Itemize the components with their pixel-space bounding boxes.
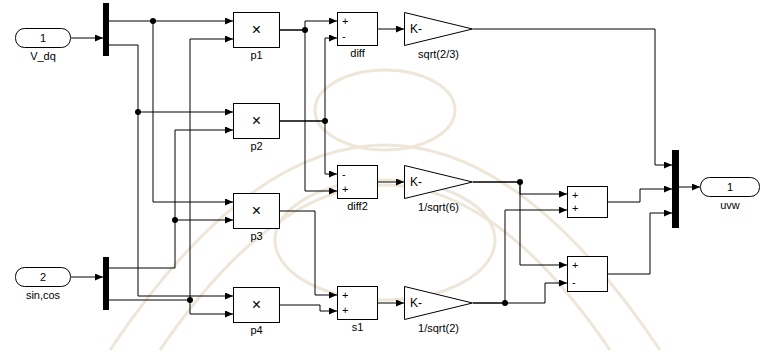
sign-symbol: + (342, 305, 348, 316)
port-block: 1uvw (700, 177, 760, 197)
block-label: p3 (250, 231, 262, 242)
signal-wire (175, 220, 233, 221)
block-label: p2 (250, 141, 262, 152)
product-symbol: × (252, 113, 261, 129)
gain-triangle (405, 287, 473, 320)
signal-wire (109, 130, 233, 268)
signal-wire (109, 45, 233, 112)
sign-symbol: + (342, 290, 348, 301)
sum-block: ++s1 (337, 286, 378, 320)
gain-text: K- (410, 297, 422, 309)
signal-connector (280, 211, 337, 295)
gain-block: K-sqrt(2/3) (404, 12, 473, 46)
signal-wire (679, 187, 700, 188)
sum-block: ++ (567, 186, 608, 218)
gain-text: K- (410, 176, 422, 188)
block-label: sqrt(2/3) (418, 49, 459, 60)
gain-triangle (405, 13, 473, 46)
sum-block: -+diff2 (337, 165, 378, 199)
signal-connector (280, 30, 337, 191)
port-outline (701, 178, 760, 197)
mux-bar (672, 150, 679, 228)
block-label: V_dq (30, 51, 56, 62)
signal-connector (473, 283, 567, 303)
signal-wires (71, 21, 700, 314)
gain-text: K- (410, 23, 422, 35)
signal-wire (608, 189, 672, 202)
signal-connector (378, 182, 404, 183)
branch-dot (187, 297, 193, 303)
watermark-arch (110, 145, 660, 350)
block-label: 1/sqrt(6) (418, 202, 459, 213)
signal-connector (280, 305, 337, 311)
port-block: 1V_dq (15, 28, 71, 48)
product-block: ×p1 (233, 12, 280, 48)
block-label: sin,cos (26, 290, 60, 301)
block-label: diff (350, 48, 364, 59)
sign-symbol: - (342, 31, 346, 42)
block-label: p1 (250, 50, 262, 61)
product-block: ×p2 (233, 103, 280, 139)
demux-bar (103, 257, 109, 310)
block-label: p4 (250, 325, 262, 336)
watermark-ornament (275, 180, 495, 300)
sign-symbol: + (342, 184, 348, 195)
sign-symbol: - (342, 169, 346, 180)
gain-triangle (405, 166, 473, 199)
signal-wire (71, 38, 103, 39)
product-symbol: × (252, 297, 261, 313)
branch-dot (172, 217, 178, 223)
signal-connector (378, 303, 404, 304)
signal-connector (473, 182, 567, 265)
demux-bar (103, 3, 109, 56)
sign-symbol: - (572, 277, 576, 288)
product-symbol: × (252, 203, 261, 219)
block-label: s1 (352, 322, 364, 333)
port-number: 1 (727, 182, 733, 193)
signal-wire (190, 300, 233, 314)
signal-wire (473, 29, 672, 165)
sum-block: +-diff (337, 12, 378, 46)
block-label: uvw (720, 200, 740, 211)
port-outline (16, 29, 71, 48)
block-label: 1/sqrt(2) (418, 323, 459, 334)
block-label: diff2 (347, 201, 368, 212)
port-number: 2 (40, 272, 46, 283)
signal-wire (109, 39, 233, 300)
signal-connector (280, 21, 337, 30)
branch-dot (135, 109, 141, 115)
product-block: ×p4 (233, 287, 280, 323)
watermark-arch (160, 185, 610, 350)
sign-symbol: + (572, 260, 578, 271)
signal-connector (280, 38, 337, 121)
port-block: 2sin,cos (15, 267, 71, 287)
signal-connector (378, 29, 404, 30)
gain-block: K-1/sqrt(2) (404, 286, 473, 320)
port-number: 1 (40, 33, 46, 44)
product-block: ×p3 (233, 193, 280, 229)
sign-symbol: + (572, 203, 578, 214)
product-symbol: × (252, 22, 261, 38)
sum-block: +- (567, 256, 608, 292)
signal-connector (280, 121, 337, 174)
signal-wire (608, 213, 672, 274)
signal-wire (109, 21, 233, 22)
signal-wire (71, 277, 103, 278)
sign-symbol: + (572, 190, 578, 201)
watermark-ornament (315, 70, 455, 150)
bus-bars (103, 3, 679, 310)
port-outline (16, 268, 71, 287)
branch-dots (135, 18, 523, 306)
branch-dot (150, 18, 156, 24)
sign-symbol: + (342, 16, 348, 27)
gain-block: K-1/sqrt(6) (404, 165, 473, 199)
